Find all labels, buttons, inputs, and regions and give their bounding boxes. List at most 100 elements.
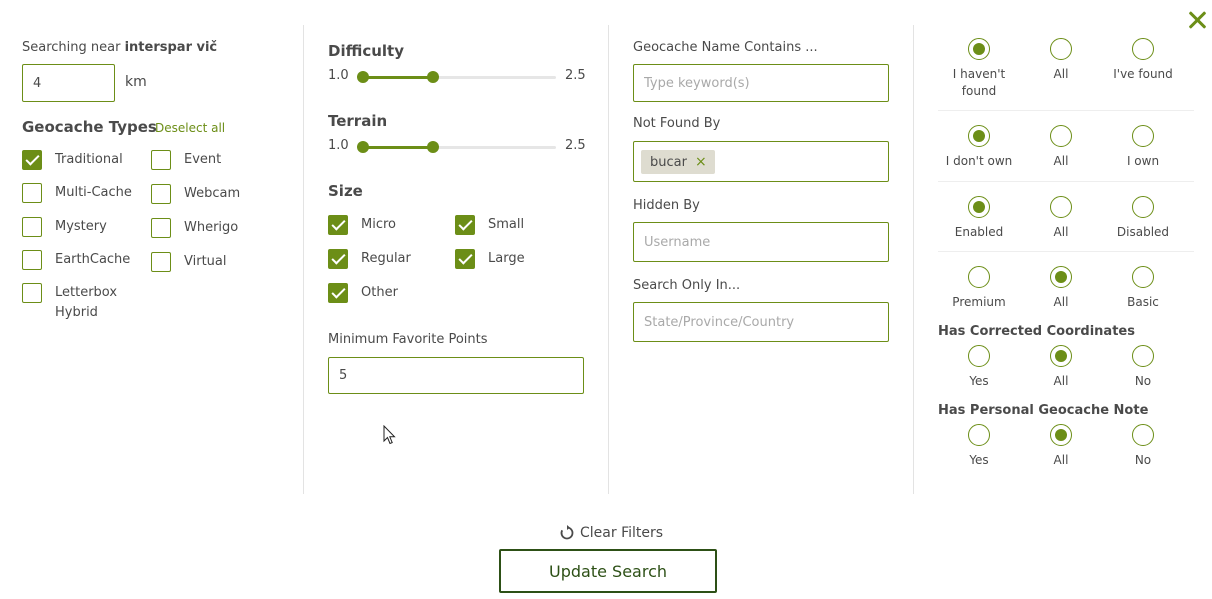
- geocache-type-label: Wherigo: [184, 220, 239, 235]
- geocache-type-label: Traditional: [55, 152, 123, 167]
- radio-option[interactable]: [1132, 424, 1154, 446]
- hidden-by-field[interactable]: [633, 222, 889, 262]
- geocache-type-checkbox[interactable]: [22, 250, 42, 270]
- column-divider: [608, 25, 609, 494]
- difficulty-max-label: 2.5: [565, 68, 586, 83]
- column-divider: [913, 25, 914, 494]
- terrain-min-label: 1.0: [328, 138, 349, 153]
- radio-option[interactable]: [968, 345, 990, 367]
- radio-option[interactable]: [1132, 266, 1154, 288]
- favorite-points-input[interactable]: [339, 368, 573, 383]
- radio-option[interactable]: [968, 196, 990, 218]
- terrain-title: Terrain: [328, 112, 388, 130]
- size-checkbox[interactable]: [455, 215, 475, 235]
- refresh-icon: [560, 525, 574, 540]
- radio-group-title: Has Personal Geocache Note: [938, 403, 1149, 418]
- remove-chip-icon[interactable]: ×: [694, 154, 707, 170]
- distance-input[interactable]: [33, 75, 104, 91]
- radio-option-label: Enabled: [954, 225, 1004, 239]
- search-only-in-input[interactable]: [644, 314, 878, 330]
- radio-option-label: Disabled: [1116, 225, 1170, 239]
- size-checkbox[interactable]: [455, 249, 475, 269]
- location-label: Searching near interspar vič: [22, 40, 217, 55]
- geocache-type-checkbox[interactable]: [151, 184, 171, 204]
- user-chip-label: bucar: [650, 154, 687, 170]
- clear-filters-label: Clear Filters: [580, 525, 664, 541]
- radio-option[interactable]: [1050, 266, 1072, 288]
- radio-option-label: No: [1134, 374, 1152, 388]
- size-checkbox[interactable]: [328, 283, 348, 303]
- geocache-type-checkbox[interactable]: [151, 150, 171, 170]
- mouse-cursor-icon: [383, 425, 396, 445]
- distance-field[interactable]: [22, 64, 115, 102]
- difficulty-max-handle[interactable]: [427, 71, 439, 83]
- row-separator: [938, 251, 1194, 252]
- radio-option[interactable]: [968, 424, 990, 446]
- radio-option-label: Yes: [969, 374, 989, 388]
- distance-unit: km: [125, 74, 147, 90]
- geocache-type-checkbox[interactable]: [151, 218, 171, 238]
- terrain-min-handle[interactable]: [357, 141, 369, 153]
- deselect-all-link[interactable]: Deselect all: [155, 121, 226, 135]
- clear-filters-button[interactable]: Clear Filters: [559, 523, 663, 543]
- column-divider: [303, 25, 304, 494]
- row-separator: [938, 181, 1194, 182]
- location-prefix: Searching near: [22, 40, 121, 55]
- radio-option-label: No: [1134, 453, 1152, 467]
- terrain-max-handle[interactable]: [427, 141, 439, 153]
- close-icon[interactable]: [1184, 7, 1210, 33]
- update-search-button[interactable]: Update Search: [499, 549, 717, 593]
- hidden-by-input[interactable]: [644, 234, 878, 250]
- size-label: Regular: [361, 251, 411, 266]
- geocache-type-checkbox[interactable]: [22, 217, 42, 237]
- radio-option[interactable]: [1132, 345, 1154, 367]
- radio-option[interactable]: [1050, 345, 1072, 367]
- geocache-type-checkbox[interactable]: [151, 252, 171, 272]
- difficulty-min-handle[interactable]: [357, 71, 369, 83]
- size-checkbox[interactable]: [328, 215, 348, 235]
- geocache-type-checkbox[interactable]: [22, 283, 42, 303]
- radio-option-label: All: [1053, 225, 1069, 239]
- size-checkbox[interactable]: [328, 249, 348, 269]
- terrain-slider-track[interactable]: [362, 146, 556, 149]
- radio-option[interactable]: [1132, 38, 1154, 60]
- radio-option-label: All: [1053, 154, 1069, 168]
- name-contains-input[interactable]: [644, 75, 878, 91]
- search-only-in-field[interactable]: [633, 302, 889, 342]
- radio-option[interactable]: [1050, 196, 1072, 218]
- radio-option-label: Yes: [969, 453, 989, 467]
- favorite-points-field[interactable]: [328, 357, 584, 394]
- name-contains-label: Geocache Name Contains ...: [633, 40, 818, 55]
- radio-option[interactable]: [968, 38, 990, 60]
- radio-option[interactable]: [968, 266, 990, 288]
- hidden-by-label: Hidden By: [633, 198, 700, 213]
- difficulty-min-label: 1.0: [328, 68, 349, 83]
- geocache-type-label: Event: [184, 152, 222, 167]
- geocache-type-label: Virtual: [184, 254, 227, 269]
- not-found-by-label: Not Found By: [633, 116, 721, 131]
- geocache-type-checkbox[interactable]: [22, 150, 42, 170]
- radio-option-label: Premium: [952, 295, 1006, 309]
- radio-option-label: All: [1053, 295, 1069, 309]
- difficulty-slider-track[interactable]: [362, 76, 556, 79]
- radio-option[interactable]: [1132, 125, 1154, 147]
- size-label: Micro: [361, 217, 396, 232]
- geocache-type-checkbox[interactable]: [22, 183, 42, 203]
- radio-option-label: I own: [1126, 154, 1160, 168]
- radio-option[interactable]: [1132, 196, 1154, 218]
- name-contains-field[interactable]: [633, 64, 889, 102]
- difficulty-slider-range: [362, 76, 432, 79]
- radio-option[interactable]: [1050, 424, 1072, 446]
- geocache-type-label: Letterbox Hybrid: [55, 285, 118, 320]
- radio-option[interactable]: [1050, 125, 1072, 147]
- radio-option[interactable]: [968, 125, 990, 147]
- radio-option-label: I haven't found: [952, 67, 1006, 98]
- geocache-type-label: EarthCache: [55, 252, 131, 267]
- search-only-in-label: Search Only In...: [633, 278, 741, 293]
- radio-option-label: I don't own: [945, 154, 1013, 168]
- row-separator: [938, 110, 1194, 111]
- radio-option[interactable]: [1050, 38, 1072, 60]
- radio-option-label: All: [1053, 374, 1069, 388]
- size-label: Other: [361, 285, 398, 300]
- radio-group-title: Has Corrected Coordinates: [938, 324, 1135, 339]
